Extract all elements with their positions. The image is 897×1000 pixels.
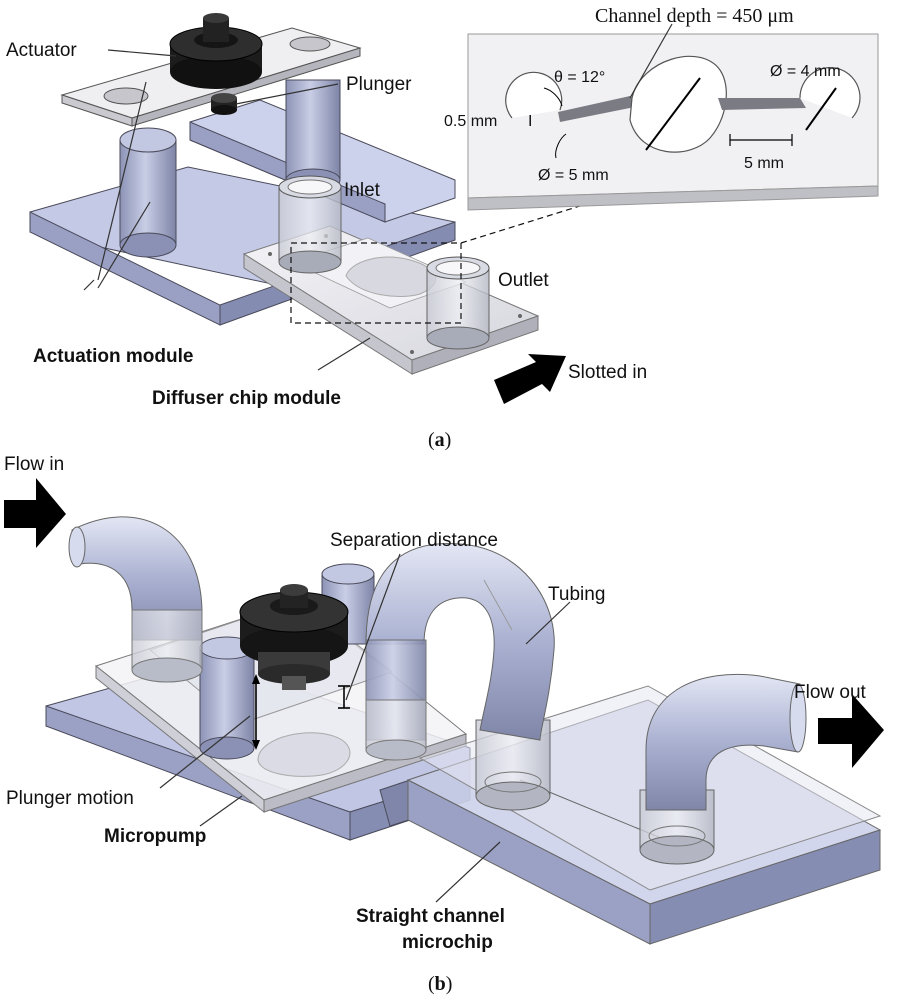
label-plunger: Plunger	[346, 74, 412, 95]
flow-out-arrow	[818, 694, 884, 768]
label-diffuser-chip-module: Diffuser chip module	[152, 388, 341, 409]
label-theta: θ = 12°	[554, 69, 605, 86]
caption-a: (a)	[428, 429, 451, 451]
inlet-tube	[278, 175, 342, 274]
panel-a-leader-lines	[83, 49, 371, 371]
dia-large-dimension	[645, 77, 701, 151]
separation-distance-marker	[338, 685, 350, 709]
u-tubing	[365, 543, 555, 761]
label-flow-in: Flow in	[4, 454, 64, 475]
panel-b: Flow in Flow out Separation distance Tub…	[4, 454, 884, 995]
actuation-pillar-right	[285, 79, 341, 192]
label-slotted-in: Slotted in	[568, 362, 647, 383]
plunger-part	[211, 93, 237, 115]
actuation-pillar-left	[119, 127, 177, 258]
actuator-ring	[169, 13, 263, 89]
label-neck-width: 0.5 mm	[444, 113, 497, 130]
label-outlet: Outlet	[498, 270, 549, 291]
outlet-tube	[426, 256, 490, 350]
panel-b-leader-lines	[159, 553, 571, 903]
flow-in-elbow-tube	[68, 516, 203, 683]
plunger-motion-arrow	[252, 674, 260, 750]
label-dia-large: Ø = 5 mm	[538, 167, 609, 184]
label-actuator: Actuator	[6, 40, 77, 61]
label-separation-distance: Separation distance	[330, 530, 498, 551]
diffuser-inset	[467, 23, 879, 211]
panel-a: Actuator Plunger Inlet Outlet Actuation …	[6, 5, 879, 451]
flow-in-arrow	[4, 478, 66, 548]
slotted-in-arrow	[494, 354, 566, 404]
label-channel-depth: Channel depth = 450 μm	[595, 5, 794, 27]
label-plunger-motion: Plunger motion	[6, 788, 134, 809]
label-spacing: 5 mm	[744, 155, 784, 172]
label-tubing: Tubing	[548, 584, 605, 605]
label-straight-channel-line1: Straight channel	[356, 906, 505, 927]
label-straight-channel-line2: microchip	[402, 932, 493, 953]
label-inlet: Inlet	[344, 180, 381, 201]
neck-width-bar: I	[528, 113, 532, 130]
label-dia-small: Ø = 4 mm	[770, 63, 841, 80]
label-micropump: Micropump	[104, 826, 206, 847]
micropump-pillar-left	[199, 636, 255, 760]
label-actuation-module: Actuation module	[33, 346, 193, 367]
dia-small-dimension	[805, 87, 837, 131]
flow-out-elbow-tube	[645, 673, 807, 811]
label-flow-out: Flow out	[794, 682, 867, 703]
caption-b: (b)	[428, 973, 452, 995]
micropump-actuator	[239, 584, 349, 690]
